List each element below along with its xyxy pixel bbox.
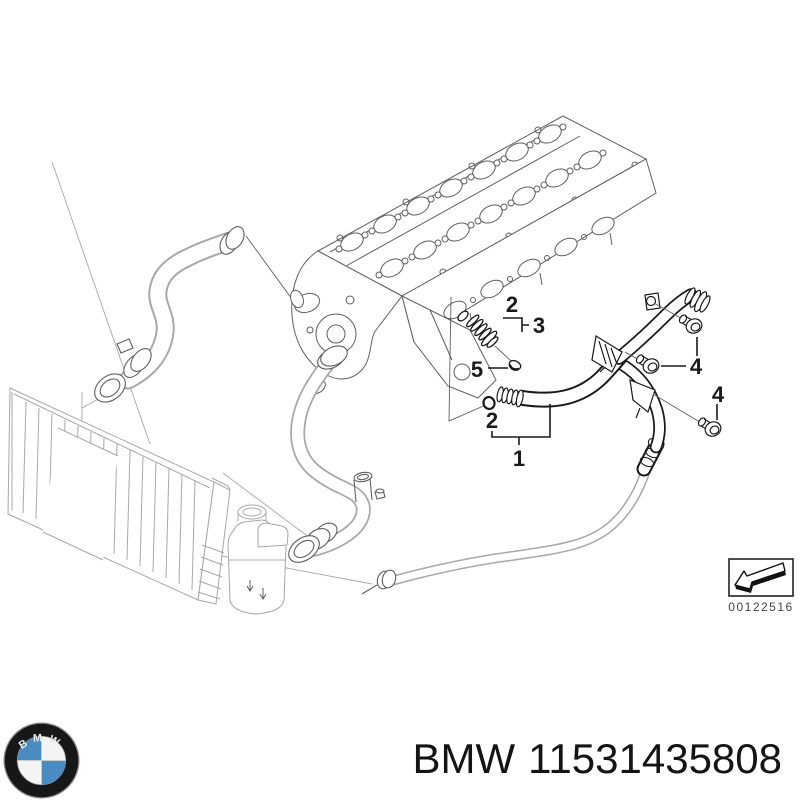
direction-arrow-icon: [734, 562, 786, 593]
stamp-code: 00122516: [728, 600, 793, 614]
callout-5: 5: [471, 357, 483, 382]
brand-label: BMW: [412, 735, 516, 783]
part5-blanking-cap: [508, 359, 522, 371]
small-parts-drawing: [448, 296, 522, 422]
bmw-logo: BMW: [3, 722, 80, 799]
radiator-drawing: [7, 387, 231, 605]
leader-small-parts: [448, 296, 489, 422]
callout-3: 3: [533, 313, 545, 338]
callout-labels: 1 2 3 2 4 4 5: [471, 292, 725, 471]
bolt-icon: [677, 312, 705, 337]
part1-water-hose-drawing: [496, 287, 711, 447]
part-number-line: BMW 11531435808: [413, 735, 782, 783]
part2-oring-lower: [482, 395, 496, 411]
callout-1: 1: [513, 446, 525, 471]
footer-bar: BMW BMW 11531435808: [0, 720, 800, 800]
part2-oring-upper: [457, 310, 469, 322]
expansion-tank-drawing: [227, 504, 289, 615]
part4-bolts: [624, 302, 724, 440]
part3-water-connection: [465, 314, 499, 348]
bolt-icon: [696, 415, 724, 440]
engine-drawing: [290, 115, 657, 399]
water-pump-hose-drawing: [288, 345, 386, 563]
part-number: 11531435808: [528, 735, 782, 783]
callout-4-upper: 4: [690, 354, 703, 379]
stamp: 00122516: [728, 558, 794, 614]
callout-4-lower: 4: [712, 382, 725, 407]
callout-2-upper: 2: [506, 292, 518, 317]
callout-2-lower: 2: [486, 408, 498, 433]
parts-diagram: 1 2 3 2 4 4 5 00122516: [7, 115, 794, 615]
cooling-system-diagram-art: 1 2 3 2 4 4 5 00122516: [7, 115, 794, 615]
callout-brackets: [488, 317, 718, 445]
